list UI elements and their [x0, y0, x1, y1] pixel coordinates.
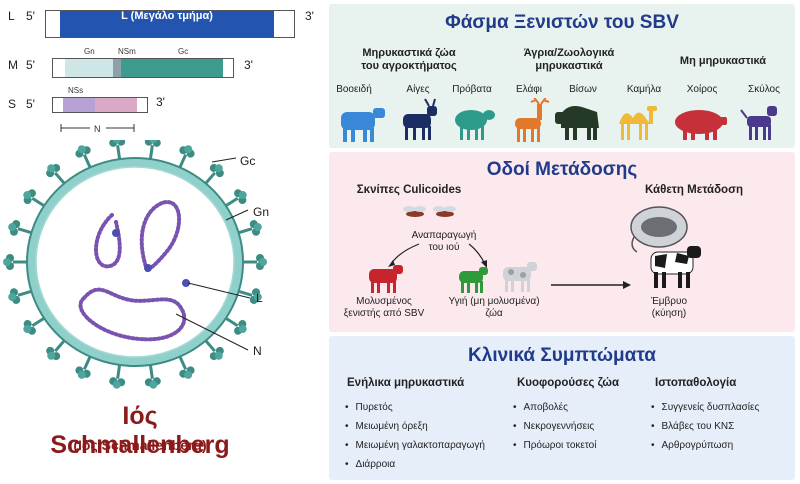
virus-title: Ιός Schmallenberg: [50, 402, 230, 459]
n-bracket-label: N: [94, 124, 101, 134]
bison-label: Βίσων: [569, 84, 597, 95]
nss-protein-label: NSs: [68, 86, 84, 95]
rnp-m: [139, 200, 181, 272]
symptom-item: Συγγενείς δυσπλασίες: [651, 402, 760, 413]
virion-diagram: [1, 140, 269, 392]
embryo-icon: [630, 206, 688, 253]
healthy-sheep-icon: [459, 267, 488, 293]
pig-icon: [675, 110, 727, 140]
adult-ruminants-heading: Ενήλικα μηρυκαστικά: [347, 377, 465, 389]
segment-m-label: M: [8, 58, 18, 72]
gc-protein-label: Gc: [178, 47, 189, 56]
non-ruminants-heading: Μη μηρυκαστικά: [679, 55, 767, 67]
histopathology-heading: Ιστοπαθολογία: [655, 377, 737, 389]
host-range-title: Φάσμα Ξενιστών του SBV: [445, 12, 679, 33]
rnp-l: [78, 287, 187, 342]
gn-region: [65, 59, 113, 77]
camel-label: Καμήλα: [626, 84, 662, 95]
glycoprotein-spike: [106, 140, 130, 162]
segment-s-5prime: 5': [26, 97, 35, 111]
healthy-cow-icon: [503, 262, 537, 292]
glycoprotein-spike: [241, 252, 269, 272]
segment-m-bar: [52, 58, 234, 78]
cattle-icon: [341, 108, 385, 142]
nsm-protein-label: NSm: [118, 47, 136, 56]
dog-icon: [740, 106, 777, 140]
host-animals-row: [341, 98, 777, 142]
culicoides-heading: Σκνίπες Culicoides: [356, 184, 462, 196]
glycoprotein-spike: [1, 252, 29, 272]
replication-caption: Αναπαραγωγή του ιού: [411, 230, 477, 253]
glycoprotein-spike: [140, 140, 164, 162]
segment-s-bar: [52, 97, 148, 113]
viral-interior: [35, 166, 235, 358]
wild-ruminants-heading: Άγρια/Ζωολογικά μηρυκαστικά: [523, 47, 615, 72]
segment-s-label: S: [8, 97, 17, 111]
infected-host-caption: Μολυσμένος ξενιστής από SBV: [343, 296, 425, 319]
n-region: [95, 98, 137, 112]
glycoprotein-spike: [106, 362, 130, 392]
symptom-item: Βλάβες του ΚΝΣ: [651, 421, 735, 432]
midge-icon: [403, 206, 456, 217]
l-pointer-label: L: [256, 291, 263, 305]
host-range-panel: Φάσμα Ξενιστών του SBV Μηρυκαστικά ζώα τ…: [329, 4, 795, 148]
gc-region: [121, 59, 223, 77]
clinical-signs-title: Κλινικά Συμπτώματα: [468, 345, 656, 366]
segment-m-3prime: 3': [244, 58, 253, 72]
pregnant-cow-icon: [650, 246, 701, 288]
pig-label: Χοίρος: [686, 84, 718, 95]
farm-ruminants-heading: Μηρυκαστικά ζώα του αγροκτήματος: [361, 47, 457, 72]
n-bracket: [60, 124, 135, 132]
vertical-heading: Κάθετη Μετάδοση: [645, 184, 743, 196]
segment-m-5prime: 5': [26, 58, 35, 72]
camel-icon: [619, 106, 657, 140]
dog-label: Σκύλος: [748, 84, 780, 95]
segment-l-coding: [60, 11, 274, 37]
deer-icon: [515, 98, 550, 142]
symptom-item: Αποβολές: [513, 402, 568, 413]
infected-cow-icon: [369, 265, 403, 293]
symptom-item: Μειωμένη όρεξη: [345, 421, 428, 432]
sheep-icon: [455, 110, 495, 140]
cattle-label: Βοοειδή: [336, 84, 372, 95]
symptom-item: Αρθρογρύπωση: [651, 440, 734, 451]
n-pointer-label: N: [253, 344, 262, 358]
clinical-signs-panel: Κλινικά Συμπτώματα Ενήλικα μηρυκαστικά Π…: [329, 336, 795, 480]
virus-subtitle: (Ιός Schmallenberg): [73, 437, 207, 453]
segment-l-title: L (Μεγάλο τμήμα): [121, 10, 213, 22]
symptom-item: Νεκρογεννήσεις: [513, 421, 595, 432]
segment-l-3prime: 3': [305, 9, 314, 23]
bison-icon: [555, 106, 599, 140]
symptom-item: Πρόωροι τοκετοί: [513, 440, 597, 451]
glycoprotein-spike: [140, 362, 164, 392]
nss-region: [63, 98, 95, 112]
symptom-item: Μειωμένη γαλακτοπαραγωγή: [345, 440, 485, 451]
gn-pointer-label: Gn: [253, 205, 270, 219]
segment-l-5prime: 5': [26, 9, 35, 23]
deer-label: Ελάφι: [515, 84, 542, 95]
transmission-diagram: [369, 206, 701, 293]
sheep-label: Πρόβατα: [452, 84, 492, 95]
transmission-panel: Οδοί Μετάδοσης Σκνίπες Culicoides Κάθετη…: [329, 152, 795, 332]
symptom-item: Πυρετός: [345, 402, 393, 413]
rnp-s: [94, 213, 122, 269]
segment-s-3prime: 3': [156, 95, 165, 109]
goat-icon: [403, 98, 437, 140]
gn-protein-label: Gn: [84, 47, 95, 56]
healthy-animals-caption: Υγιή (μη μολυσμένα) ζώα: [448, 296, 540, 319]
transmission-title: Οδοί Μετάδοσης: [486, 159, 638, 180]
segment-l-label: L: [8, 9, 15, 23]
segment-l-bar: L (Μεγάλο τμήμα): [45, 10, 295, 38]
symptom-item: Διάρροια: [345, 459, 396, 470]
nsm-region: [113, 59, 121, 77]
goat-label: Αίγες: [406, 84, 430, 95]
gc-pointer-label: Gc: [240, 154, 256, 168]
embryo-caption: Έμβρυο (κύηση): [650, 296, 688, 319]
pregnant-animals-heading: Κυοφορούσες ζώα: [517, 377, 620, 389]
